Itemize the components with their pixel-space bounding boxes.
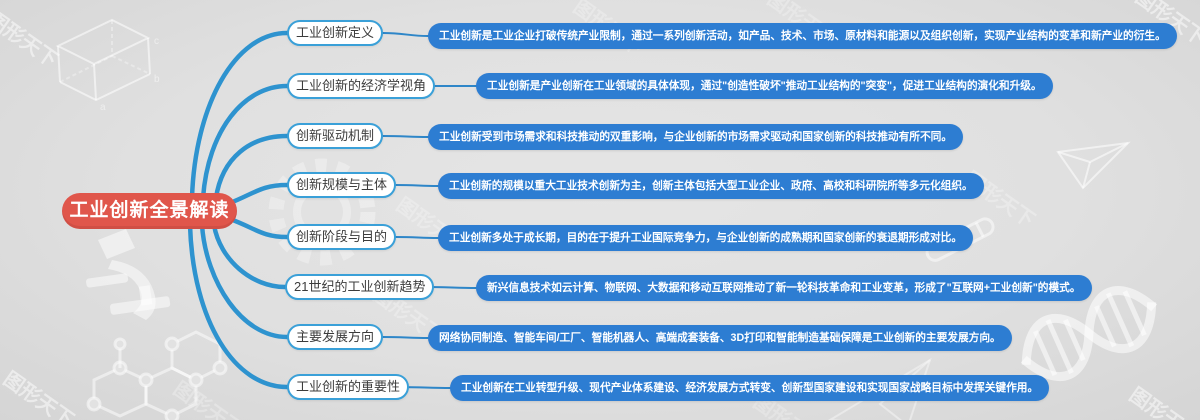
connector-root-branch-1 — [200, 83, 290, 201]
watermark-microscope-icon — [86, 229, 171, 320]
watermark-dna-icon — [1020, 286, 1158, 381]
cube-label-c: c — [154, 36, 159, 47]
branch-node-drivers[interactable]: 创新驱动机制 — [287, 123, 384, 149]
branch-node-trends[interactable]: 21世纪的工业创新趋势 — [285, 274, 435, 300]
connector-branch-detail-6 — [382, 336, 429, 339]
cube-label-a: a — [100, 102, 106, 113]
branch-node-directions[interactable]: 主要发展方向 — [287, 324, 384, 350]
watermark-molecule-icon — [86, 330, 228, 420]
detail-node-importance[interactable]: 工业创新在工业转型升级、现代产业体系建设、经济发展方式转变、创新型国家建设和实现… — [450, 375, 1050, 401]
root-node[interactable]: 工业创新全景解读 — [62, 193, 237, 229]
detail-node-economics[interactable]: 工业创新是产业创新在工业领域的具体体现，通过"创造性破坏"推动工业结构的"突变"… — [476, 73, 1053, 99]
branch-node-stage[interactable]: 创新阶段与目的 — [287, 224, 397, 250]
branch-node-scale[interactable]: 创新规模与主体 — [287, 172, 397, 198]
connector-branch-detail-2 — [382, 135, 429, 138]
detail-node-drivers[interactable]: 工业创新受到市场需求和科技推动的双重影响，与企业创新的市场需求驱动和国家创新的科… — [428, 124, 964, 150]
connector-root-branch-6 — [199, 222, 290, 340]
connector-branch-detail-4 — [395, 236, 439, 239]
connector-root-branch-7 — [187, 222, 290, 390]
detail-node-scale[interactable]: 工业创新的规模以重大工业技术创新为主，创新主体包括大型工业企业、政府、高校和科研… — [438, 173, 984, 199]
connector-branch-detail-3 — [395, 184, 439, 187]
connector-branch-detail-0 — [382, 32, 429, 37]
detail-node-stage[interactable]: 工业创新多处于成长期，目的在于提升工业国际竞争力，与企业创新的成熟期和国家创新的… — [438, 225, 974, 251]
detail-node-directions[interactable]: 网络协同制造、智能车间/工厂、智能机器人、高端成套装备、3D打印和智能制造基础保… — [428, 325, 1012, 351]
watermark-paper-plane-icon — [1056, 141, 1131, 190]
branch-node-economics[interactable]: 工业创新的经济学视角 — [287, 73, 436, 99]
detail-node-trends[interactable]: 新兴信息技术如云计算、物联网、大数据和移动互联网推动了新一轮科技革命和工业变革，… — [476, 275, 1092, 301]
detail-node-definition[interactable]: 工业创新是工业企业打破传统产业限制，通过一系列创新活动，如产品、技术、市场、原材… — [428, 23, 1177, 49]
connector-root-branch-2 — [213, 133, 290, 201]
connector-root-branch-5 — [211, 222, 288, 290]
watermark-cube-icon — [55, 18, 151, 102]
branch-node-definition[interactable]: 工业创新定义 — [287, 20, 384, 46]
branch-node-importance[interactable]: 工业创新的重要性 — [287, 374, 410, 400]
connector-root-branch-3 — [227, 182, 290, 206]
connector-root-branch-0 — [189, 30, 290, 201]
cube-label-b: b — [154, 74, 160, 85]
connector-root-branch-4 — [227, 216, 290, 240]
